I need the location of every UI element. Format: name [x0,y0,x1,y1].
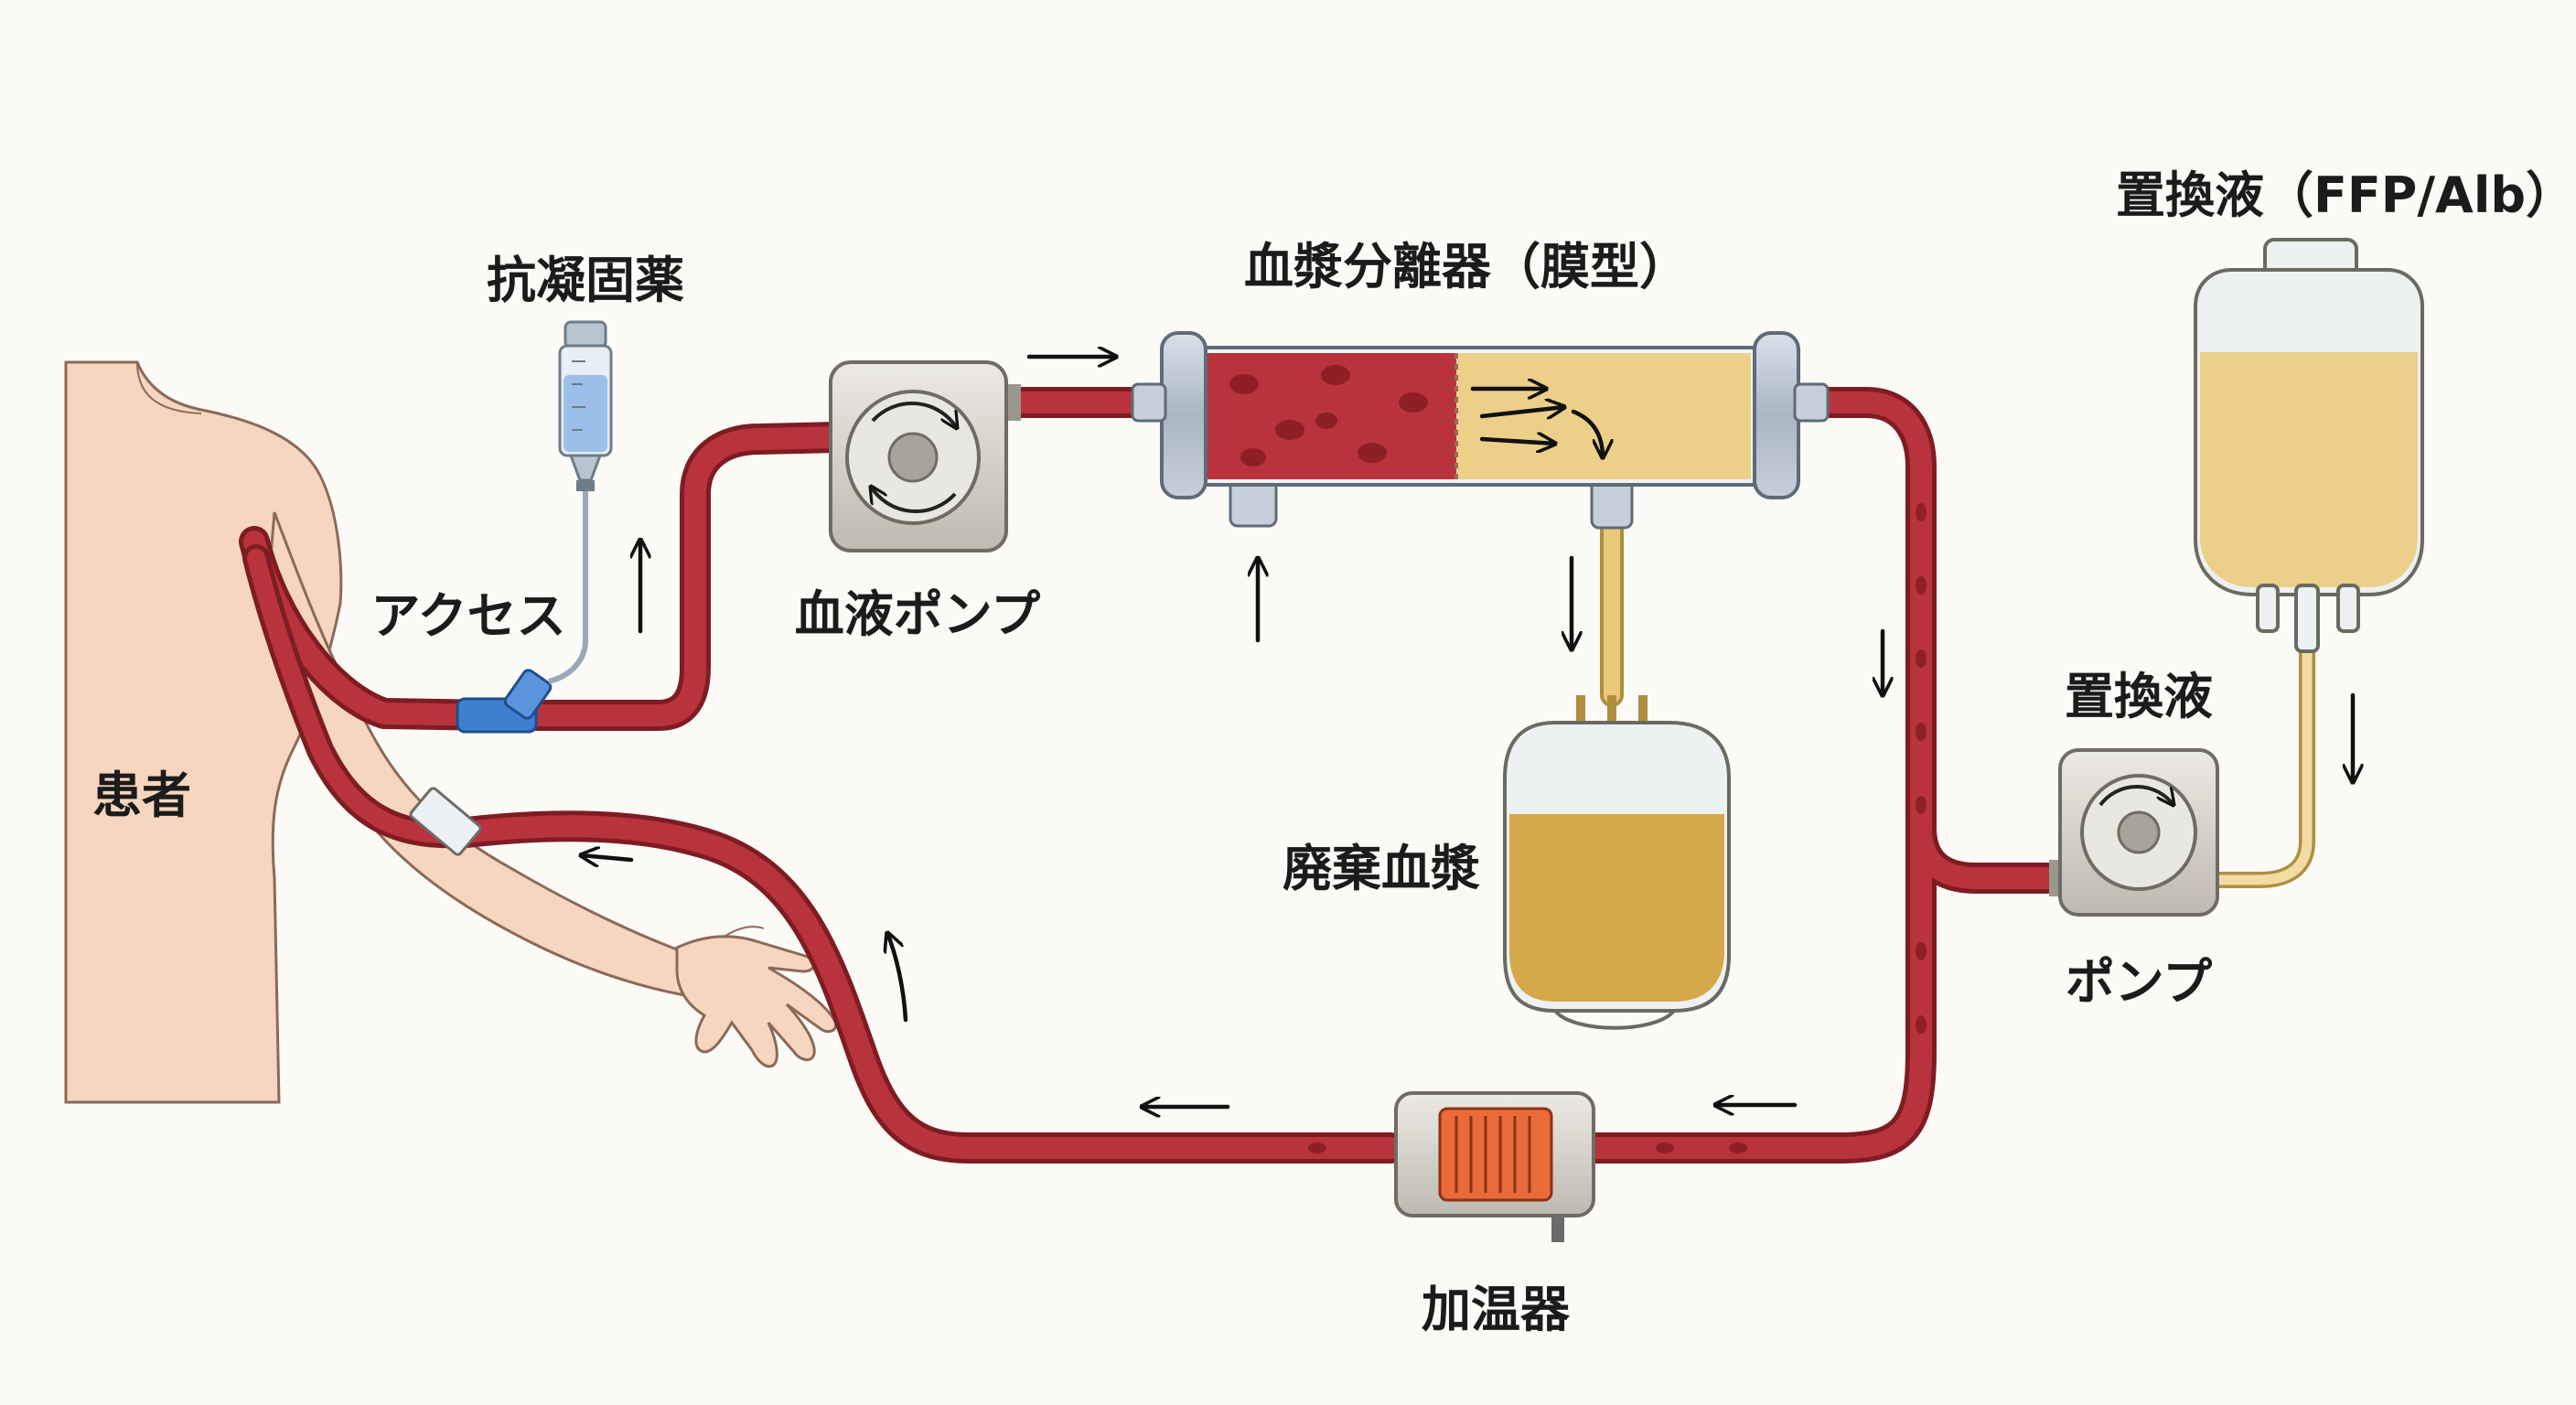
separator-label: 血漿分離器（膜型） [1244,238,1689,295]
anticoagulant-label: 抗凝固薬 [487,252,684,309]
warmer-label: 加温器 [1422,1281,1571,1338]
plasma-tubing [1600,509,2315,888]
blood-circuit [239,387,2063,1164]
replacement-pump-label-bottom: ポンプ [2066,953,2212,1011]
syringe-icon [558,320,613,491]
patient-label: 患者 [92,767,191,824]
blood-pump-label: 血液ポンプ [795,585,1040,643]
blood-pump-icon [829,360,1021,552]
flow-arrow-icon [581,855,634,860]
access-tape [409,787,482,856]
flow-arrows [581,357,2353,1107]
y-connector [456,669,553,734]
flow-arrow-icon [887,933,908,1023]
replacement-bag-icon [2194,238,2424,653]
replacement-pump-label-top: 置換液 [2065,668,2213,725]
patient-figure [64,360,837,1104]
waste-bag-icon [1503,695,1731,1030]
access-label: アクセス [370,587,565,645]
replacement-pump-icon [2049,748,2219,917]
waste-plasma-label: 廃棄血漿 [1283,840,1480,897]
replacement-fluid-label: 置換液（FFP/Alb） [2116,166,2575,224]
anticoagulant-line [548,485,588,684]
filter-icon [1131,331,1830,530]
heater-icon [1394,1091,1595,1242]
